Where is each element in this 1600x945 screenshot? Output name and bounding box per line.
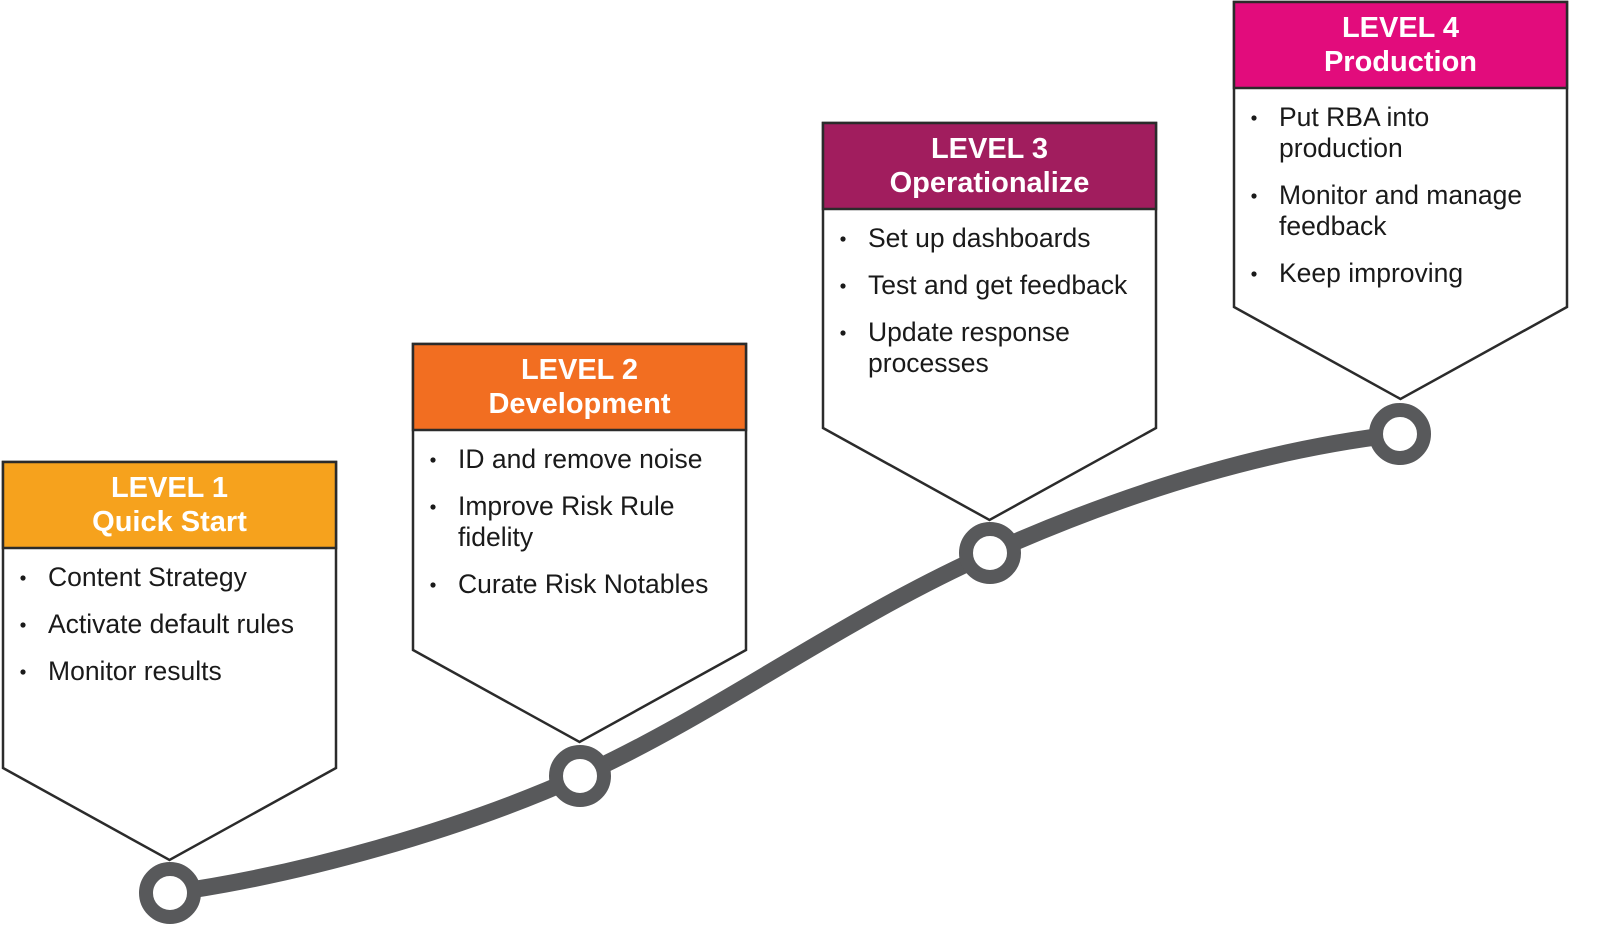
level-4-header: [1232, 0, 1569, 90]
bullet-dot: [840, 283, 846, 289]
level-2-item-text: Improve Risk Rule: [458, 491, 674, 521]
level-4-item-text: production: [1279, 133, 1403, 163]
level-4-name: Production: [1324, 46, 1477, 78]
bullet-dot: [430, 504, 436, 510]
level-1-item-text: Monitor results: [48, 656, 222, 686]
bullet-dot: [430, 582, 436, 588]
level-2-item-text: Curate Risk Notables: [458, 569, 708, 599]
bullet-dot: [1251, 115, 1257, 121]
level-1-header: [1, 460, 338, 550]
roadmap-path: [161, 425, 1409, 902]
level-4-item-text: feedback: [1279, 211, 1387, 241]
level-3-item-text: Set up dashboards: [868, 223, 1090, 253]
level-4-item: Keep improving: [1251, 258, 1463, 288]
level-1-item: Activate default rules: [20, 609, 294, 639]
level-2-item-text: fidelity: [458, 522, 534, 552]
level-3-header: [821, 121, 1158, 211]
level-4-item-text: Monitor and manage: [1279, 180, 1522, 210]
level-3-item-text: Test and get feedback: [868, 270, 1128, 300]
level-2-item: ID and remove noise: [430, 444, 703, 474]
level-3-item: Test and get feedback: [840, 270, 1128, 300]
bullet-dot: [1251, 271, 1257, 277]
level-3-label: LEVEL 3: [931, 133, 1048, 165]
level-3-item-text: processes: [868, 348, 989, 378]
bullet-dot: [1251, 193, 1257, 199]
level-2-label: LEVEL 2: [521, 354, 638, 386]
level-3-item: Set up dashboards: [840, 223, 1090, 253]
bullet-dot: [20, 622, 26, 628]
level-1-item-text: Content Strategy: [48, 562, 248, 592]
level-2-milestone-node: [549, 745, 611, 807]
level-4-item-text: Put RBA into: [1279, 102, 1429, 132]
level-2-header: [411, 342, 748, 432]
level-2-item: Curate Risk Notables: [430, 569, 708, 599]
level-1-item-text: Activate default rules: [48, 609, 294, 639]
level-3-item-text: Update response: [868, 317, 1070, 347]
level-2-name: Development: [488, 388, 670, 420]
level-4-item-text: Keep improving: [1279, 258, 1463, 288]
level-1-milestone-node: [139, 862, 201, 924]
bullet-dot: [20, 575, 26, 581]
level-1-item: Monitor results: [20, 656, 222, 686]
level-3-name: Operationalize: [890, 167, 1090, 199]
milestone-nodes: [139, 403, 1431, 924]
bullet-dot: [840, 330, 846, 336]
bullet-dot: [20, 669, 26, 675]
level-1-label: LEVEL 1: [111, 472, 228, 504]
level-1-name: Quick Start: [92, 506, 247, 538]
level-4-label: LEVEL 4: [1342, 12, 1459, 44]
level-1-item: Content Strategy: [20, 562, 248, 592]
level-3-milestone-node: [959, 522, 1021, 584]
bullet-dot: [430, 457, 436, 463]
level-4-milestone-node: [1369, 403, 1431, 465]
level-2-item-text: ID and remove noise: [458, 444, 703, 474]
bullet-dot: [840, 236, 846, 242]
